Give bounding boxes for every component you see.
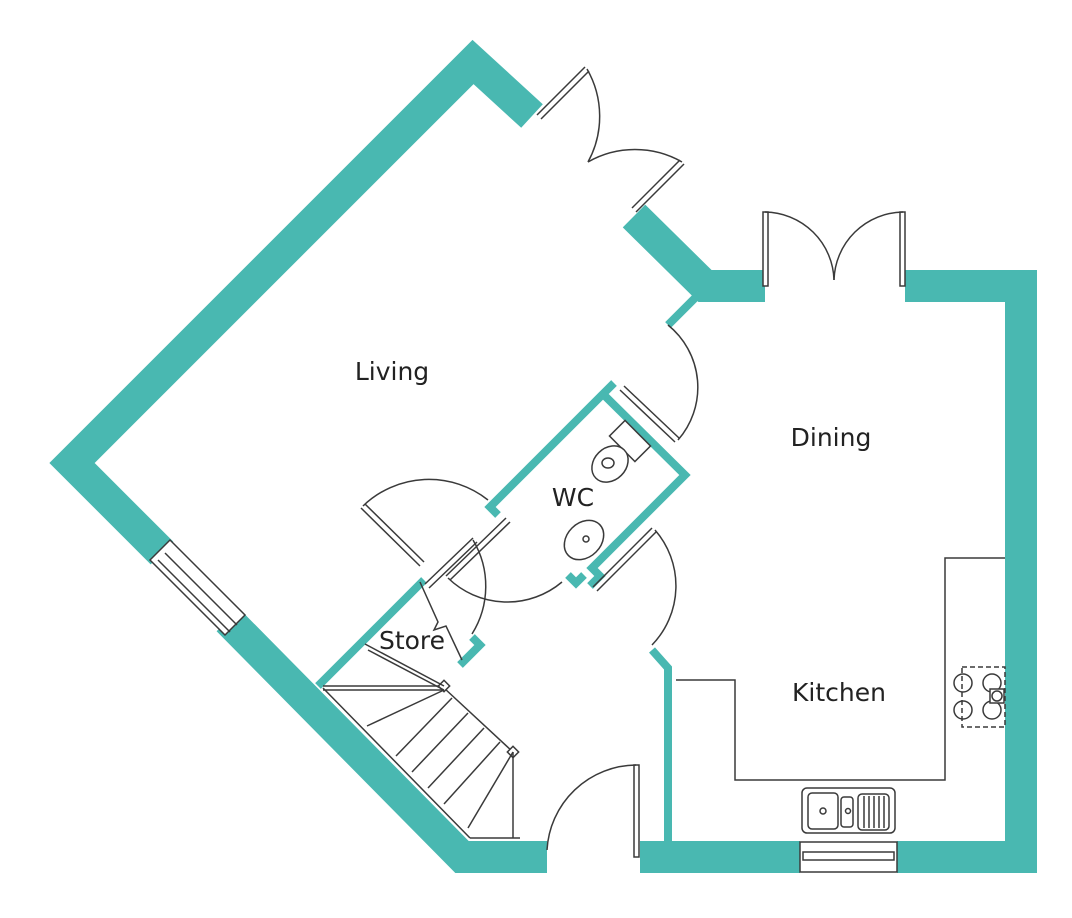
door-kitchen[interactable] xyxy=(592,527,677,646)
door-patio-living[interactable] xyxy=(536,66,685,213)
toilet xyxy=(591,419,652,483)
door-french-dining[interactable] xyxy=(762,211,906,287)
wall-stub-dining xyxy=(665,293,700,328)
door-wc[interactable] xyxy=(445,517,563,603)
door-front[interactable] xyxy=(546,764,640,858)
kitchen-worktop xyxy=(676,557,1005,781)
store-wall xyxy=(315,577,427,689)
room-label-store: Store xyxy=(379,626,445,655)
window-kitchen xyxy=(799,841,898,873)
wall-bottom-right xyxy=(897,270,1037,873)
room-label-wc: WC xyxy=(552,483,594,512)
door-hall-living[interactable] xyxy=(360,478,489,567)
hob xyxy=(953,666,1006,728)
sink xyxy=(801,787,896,834)
wc-wall-left xyxy=(484,380,617,518)
wc-wall-bottom-stub xyxy=(565,572,587,589)
wall-top-middle xyxy=(622,204,765,302)
window-left xyxy=(148,538,247,637)
external-walls xyxy=(49,39,1037,873)
room-label-kitchen: Kitchen xyxy=(792,678,886,707)
wash-basin xyxy=(563,519,605,561)
staircase xyxy=(322,581,520,839)
wall-top-left xyxy=(49,39,543,565)
wall-lower-left xyxy=(216,608,547,873)
room-label-dining: Dining xyxy=(791,423,872,452)
store-wall-stub xyxy=(457,634,486,668)
wc-wall-right xyxy=(586,393,691,589)
internal-walls xyxy=(315,293,700,842)
kitchen-wall xyxy=(649,647,672,842)
door-store[interactable] xyxy=(424,537,487,635)
door-living-dining[interactable] xyxy=(619,324,699,443)
room-label-living: Living xyxy=(355,357,429,386)
